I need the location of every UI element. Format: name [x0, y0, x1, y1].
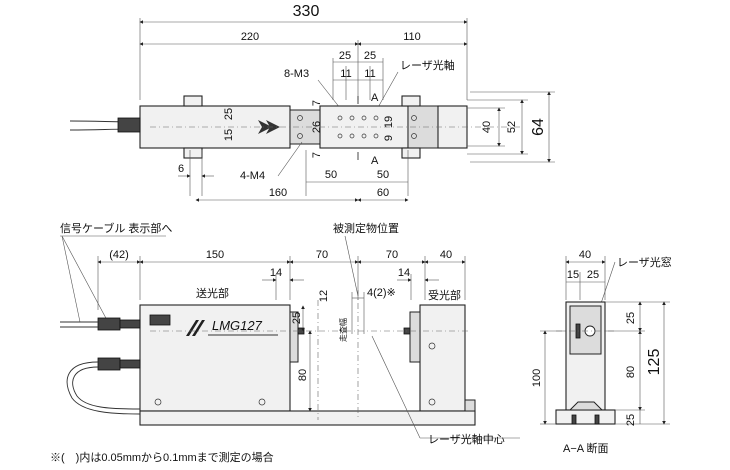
- dim-25-section-bottom: 25: [625, 414, 637, 426]
- label-laser-window: レーザ光窓: [617, 255, 672, 269]
- dim-50a-top: 50: [325, 169, 337, 181]
- dim-70b: 70: [386, 249, 398, 261]
- section-view: 40 15 25 レーザ光窓 25 80 25 125 100 A: [531, 249, 672, 455]
- dim-42: (42): [109, 249, 129, 261]
- dim-15-section: 15: [567, 269, 579, 281]
- dim-40-top: 40: [481, 121, 493, 133]
- label-laser-axis-top: レーザ光軸: [400, 58, 455, 72]
- section-base: [555, 409, 616, 425]
- dim-12: 12: [318, 290, 330, 302]
- dim-14b: 14: [398, 267, 410, 279]
- dim-150: 150: [206, 249, 224, 261]
- dim-160-top: 160: [269, 187, 287, 199]
- dim-11a: 11: [340, 68, 351, 80]
- dim-80-section: 80: [625, 366, 637, 378]
- dim-19-top: 19: [383, 116, 395, 128]
- base-plate: [139, 410, 476, 426]
- dim-50b-top: 50: [377, 169, 389, 181]
- dim-6-top: 6: [178, 163, 184, 175]
- transmitter-window: [289, 311, 299, 363]
- brand-badge: [149, 314, 171, 326]
- label-8-m3: 8-M3: [284, 68, 309, 80]
- label-4-m4: 4-M4: [240, 170, 265, 182]
- dim-60-top: 60: [377, 187, 389, 199]
- section-a-bottom: A: [371, 155, 379, 167]
- dim-7a-top: 7: [311, 100, 323, 106]
- dim-14a: 14: [270, 267, 282, 279]
- dim-25a: 25: [339, 50, 351, 62]
- dim-25-section: 25: [587, 269, 599, 281]
- label-measured-position: 被測定物位置: [333, 221, 399, 235]
- label-transmitter: 送光部: [196, 286, 229, 300]
- dim-64-top: 64: [530, 118, 547, 136]
- dim-4-2: 4(2)※: [367, 287, 396, 299]
- dim-52-top: 52: [506, 121, 518, 133]
- dim-25-front: 25: [291, 312, 303, 324]
- label-scan-width: 走査幅: [338, 318, 348, 342]
- dim-70a: 70: [316, 249, 328, 261]
- dim-9-top: 9: [383, 135, 395, 141]
- label-receiver: 受光部: [428, 288, 461, 302]
- dim-330: 330: [293, 3, 320, 20]
- dim-15-top: 15: [223, 129, 235, 141]
- receiver-body: [419, 304, 466, 412]
- dim-25b: 25: [364, 50, 376, 62]
- dim-26-top: 26: [311, 121, 323, 133]
- dim-80-front: 80: [297, 369, 309, 381]
- dim-7b-top: 7: [311, 152, 323, 158]
- front-view: 信号ケーブル 表示部へ 被測定物位置 (42) 150 70 70 40 14 …: [50, 221, 520, 464]
- dim-25-top: 25: [223, 108, 235, 120]
- dim-100-section: 100: [531, 369, 543, 387]
- brand-logo: LMG127: [212, 318, 263, 333]
- label-signal-cable: 信号ケーブル 表示部へ: [60, 221, 172, 235]
- dim-110: 110: [403, 31, 421, 43]
- dim-220: 220: [241, 31, 259, 43]
- label-section-aa: A−A 断面: [563, 441, 609, 455]
- receiver-window: [409, 311, 421, 363]
- section-a-top: A: [371, 92, 379, 104]
- dim-25-section-right: 25: [625, 312, 637, 324]
- label-laser-center: レーザ光軸中心: [428, 432, 505, 446]
- dim-40-front: 40: [440, 249, 452, 261]
- dim-125-section: 125: [646, 349, 663, 376]
- direction-arrow-icon: [258, 120, 272, 134]
- dim-11b: 11: [364, 68, 375, 80]
- top-view: 330 220 110 25 25 11 11 8-M3 レーザ光軸 A A: [69, 3, 555, 202]
- footnote: ※( )内は0.05mmから0.1mmまで測定の場合: [50, 450, 274, 464]
- dim-40-section: 40: [579, 249, 591, 261]
